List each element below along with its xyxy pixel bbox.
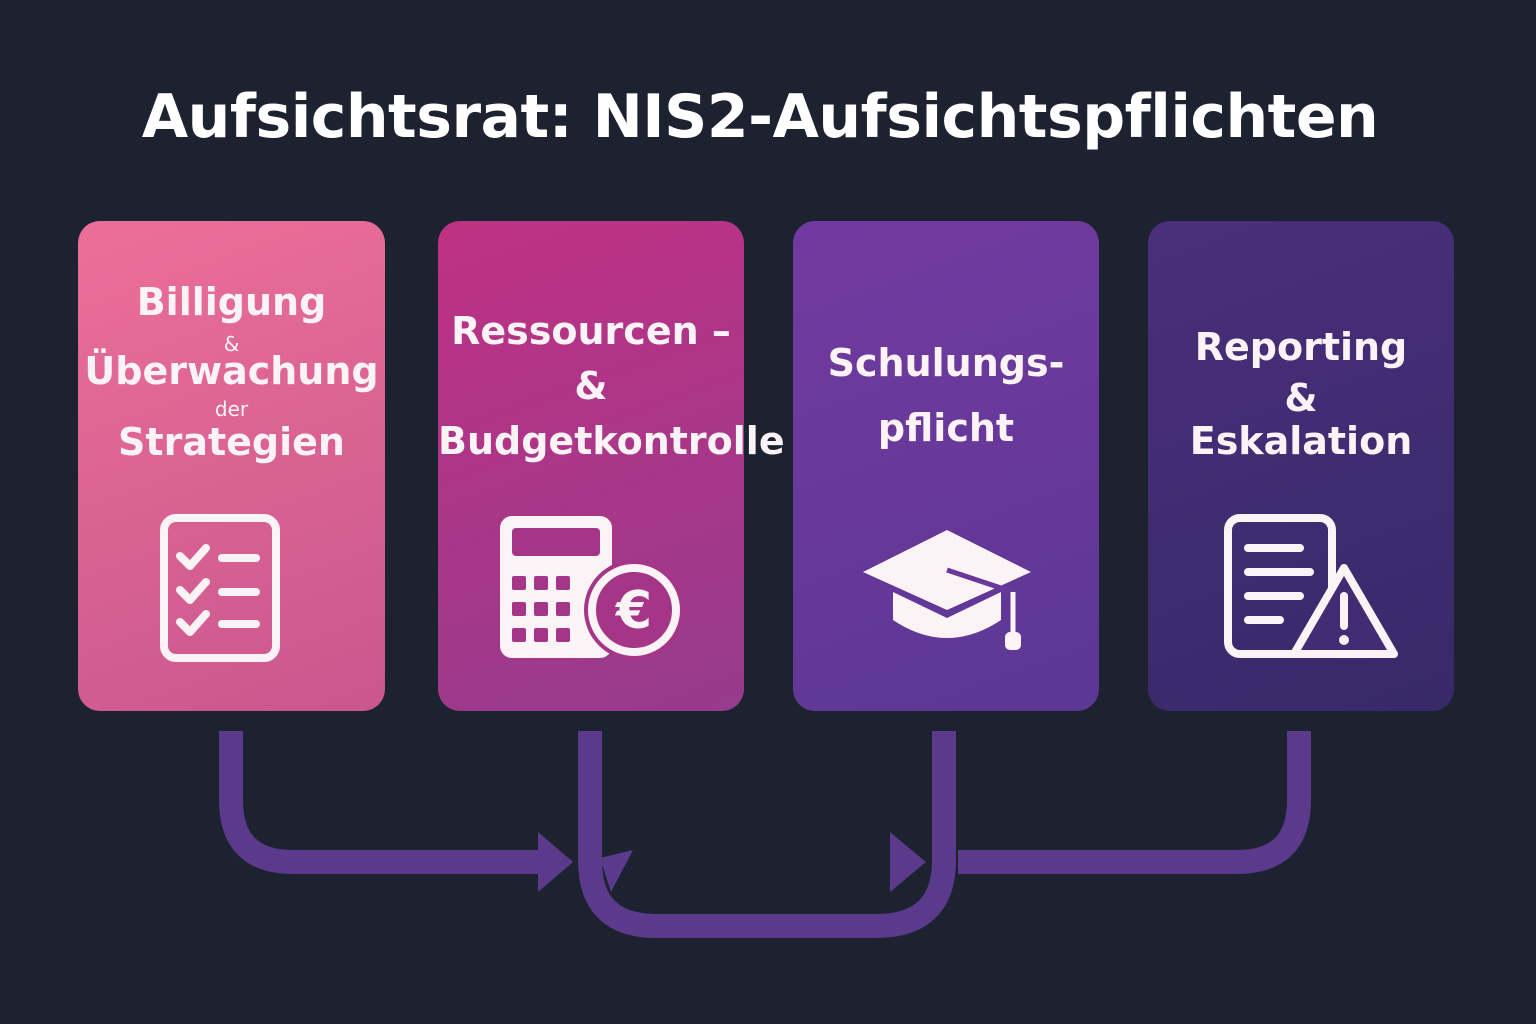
card-strategy-approval: Billigung & Überwachung der Strategien	[78, 221, 385, 711]
report-warning-icon	[1224, 514, 1398, 658]
card-training-obligation: Schulungs- pflicht	[793, 221, 1099, 711]
card-2-line-1: Ressourcen –	[451, 309, 731, 353]
card-4-line-2: &	[1284, 376, 1318, 420]
card-1-line-5: Strategien	[118, 420, 345, 464]
arrowhead-left-2	[600, 850, 633, 892]
card-reporting-escalation: Reporting & Eskalation	[1148, 221, 1454, 711]
card-3-line-2: pflicht	[877, 406, 1015, 450]
card-4-line-1: Reporting	[1194, 325, 1408, 369]
card-1-line-4: der	[214, 397, 249, 421]
card-1-line-2: &	[223, 332, 240, 356]
page-title: Aufsichtsrat: NIS2-Aufsichtspflichten	[141, 82, 1379, 152]
connector-1-to-2	[219, 731, 540, 874]
card-3-line-1: Schulungs-	[827, 341, 1065, 385]
card-2-line-3: Budgetkontrolle	[438, 419, 785, 463]
graduation-cap-icon	[863, 530, 1031, 650]
arrowhead-right-1	[538, 832, 573, 892]
card-resources-budget: Ressourcen – & Budgetkontrolle €	[438, 221, 785, 711]
calculator-euro-icon: €	[500, 516, 684, 660]
svg-text:€: €	[615, 581, 652, 641]
checklist-icon	[160, 514, 280, 662]
card-2-line-2: &	[574, 364, 608, 408]
card-1-line-1: Billigung	[136, 280, 327, 324]
connector-2-to-3	[578, 731, 956, 938]
connector-4-to-3	[958, 731, 1311, 874]
arrowhead-right-3	[890, 832, 926, 892]
card-4-line-3: Eskalation	[1189, 419, 1413, 463]
card-1-line-3: Überwachung	[84, 349, 379, 393]
